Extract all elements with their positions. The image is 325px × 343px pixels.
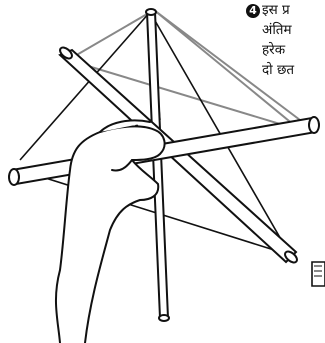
- step-line-4: दो छत: [262, 60, 325, 80]
- next-step-icon: [312, 262, 325, 286]
- step-line-1: इस प्र: [262, 0, 325, 20]
- hand-icon: [56, 120, 165, 343]
- step-instruction-text: इस प्र अंतिम हरेक दो छत: [262, 0, 325, 80]
- step-line-2: अंतिम: [262, 20, 325, 40]
- vertical-stick: [146, 9, 169, 321]
- step-number-badge: 4: [246, 4, 260, 18]
- horizontal-stick: [9, 117, 319, 185]
- step-line-3: हरेक: [262, 40, 325, 60]
